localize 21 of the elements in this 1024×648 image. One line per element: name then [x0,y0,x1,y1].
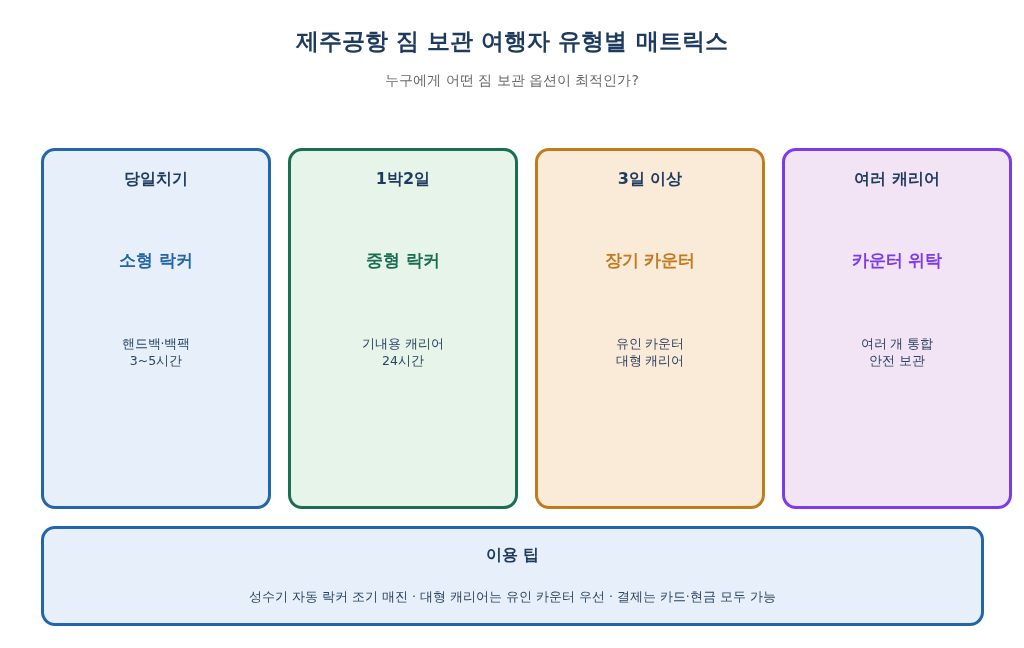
subtitle: 누구에게 어떤 짐 보관 옵션이 최적인가? [384,72,640,90]
option-name: 장기 카운터 [604,249,696,272]
card-heading: 이용 팁 [485,545,540,566]
card [41,148,271,509]
card-description: 유인 카운터 대형 캐리어 [614,335,686,369]
option-name: 카운터 위탁 [851,249,943,272]
card [41,526,984,626]
card-description: 여러 개 통합 안전 보관 [859,335,935,369]
card-heading: 당일치기 [124,169,188,190]
tip-text: 성수기 자동 락커 조기 매진 · 대형 캐리어는 유인 카운터 우선 · 결제는 카드·현금 모두 가능 [249,589,776,606]
title: 제주공항 짐 보관 여행자 유형별 매트릭스 [295,27,729,56]
card [535,148,765,509]
card-description: 기내용 캐리어 24시간 [361,335,445,369]
card-heading: 여러 캐리어 [854,169,940,190]
card-heading: 1박2일 [375,169,431,190]
card-description: 핸드백·백팩 3~5시간 [120,335,192,369]
option-name: 소형 락커 [119,249,193,272]
card [782,148,1012,509]
option-name: 중형 락커 [366,249,440,272]
card [288,148,518,509]
card-heading: 3일 이상 [617,169,683,190]
